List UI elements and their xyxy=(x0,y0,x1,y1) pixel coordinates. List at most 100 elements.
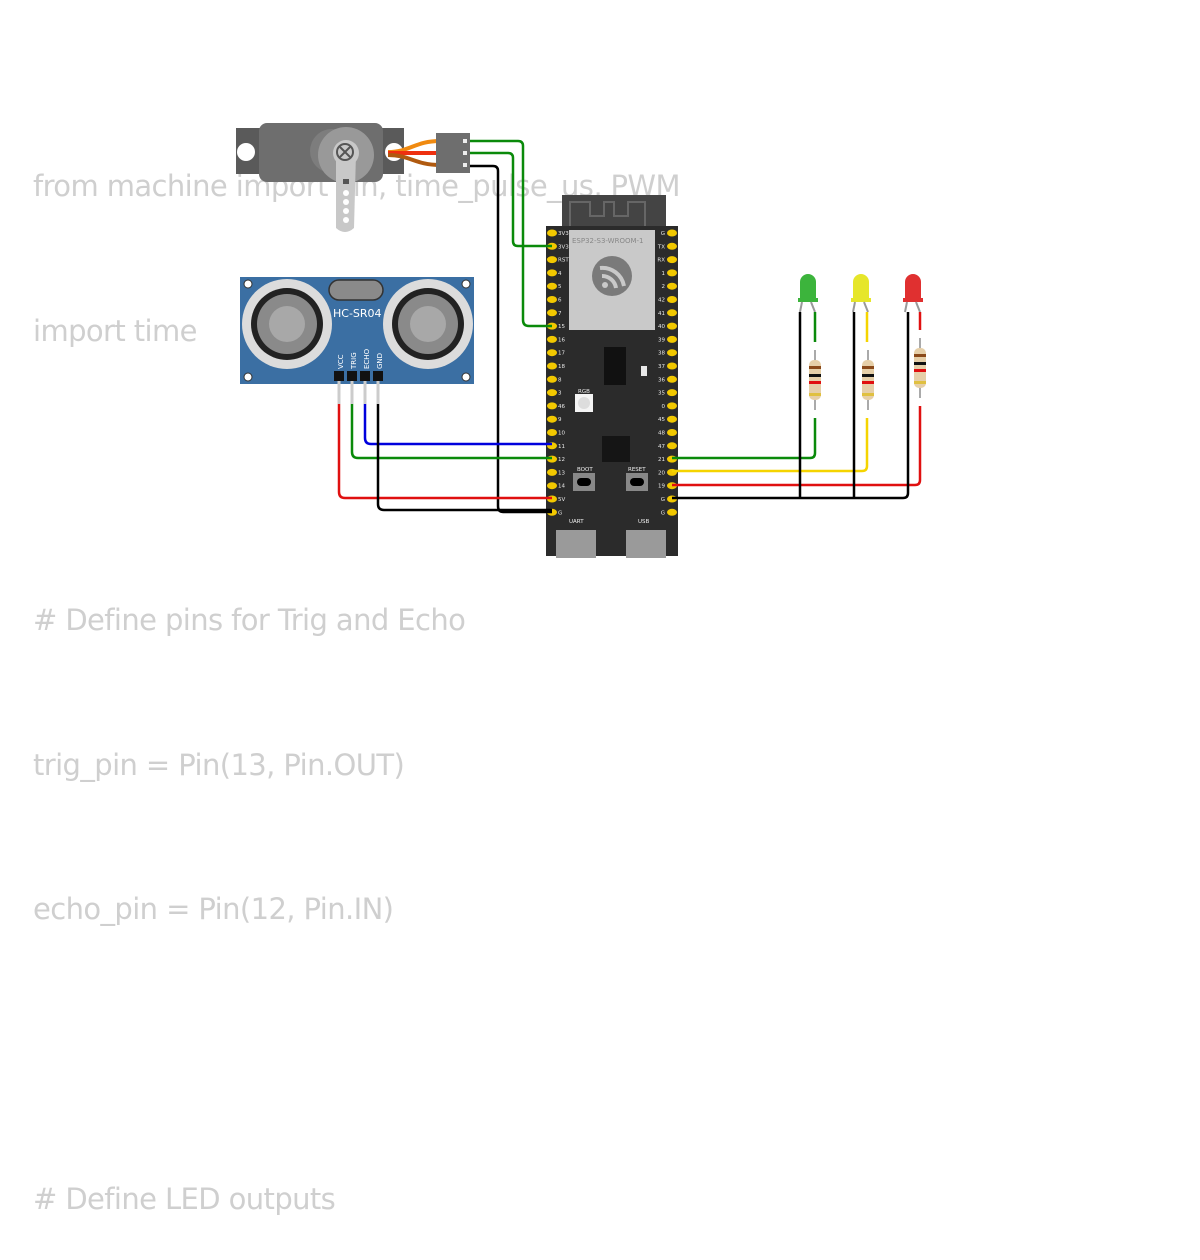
sensor-pin-gnd[interactable] xyxy=(373,371,383,381)
pin-label: 17 xyxy=(558,351,565,357)
board-pin[interactable] xyxy=(667,389,677,397)
board-pin[interactable] xyxy=(547,482,557,490)
board-pin[interactable] xyxy=(667,242,677,250)
board-pin[interactable] xyxy=(547,468,557,476)
uart-port[interactable] xyxy=(556,530,596,558)
wire-sensor-echo[interactable] xyxy=(363,404,552,446)
circuit-diagram: ESP32-S3-WROOM-1 RGB BOOT RESET UART USB… xyxy=(236,123,926,558)
connector-pin xyxy=(463,139,467,143)
usb-port[interactable] xyxy=(626,530,666,558)
resistor[interactable] xyxy=(862,350,874,410)
board-pin[interactable] xyxy=(667,256,677,264)
led-body xyxy=(905,274,921,301)
pin-label: 9 xyxy=(558,417,562,423)
board-pin[interactable] xyxy=(547,362,557,370)
wire-sensor-vcc[interactable] xyxy=(337,404,552,500)
resistor-band xyxy=(862,374,874,377)
resistor[interactable] xyxy=(914,338,926,398)
esp32-s3-board[interactable]: ESP32-S3-WROOM-1 RGB BOOT RESET UART USB… xyxy=(546,195,678,558)
board-pin[interactable] xyxy=(667,229,677,237)
connector-pin xyxy=(463,151,467,155)
board-pin[interactable] xyxy=(547,269,557,277)
wire-servo-ground[interactable] xyxy=(470,164,552,514)
led-cathode-leg xyxy=(852,301,856,313)
pin-label: 4 xyxy=(558,271,562,277)
led-anode-leg xyxy=(863,301,869,313)
board-pin[interactable] xyxy=(547,389,557,397)
board-pin[interactable] xyxy=(547,309,557,317)
resistor-band xyxy=(809,366,821,369)
pin-label: 16 xyxy=(558,337,565,343)
resistor-band xyxy=(914,369,926,372)
board-pin[interactable] xyxy=(667,402,677,410)
wire-sensor-trig[interactable] xyxy=(350,404,552,460)
pin-label: 20 xyxy=(658,470,665,476)
wire-led-ground[interactable] xyxy=(672,312,910,500)
resistor-body xyxy=(914,348,926,388)
sensor-pin-vcc[interactable] xyxy=(334,371,344,381)
board-pin[interactable] xyxy=(547,349,557,357)
resistor-body xyxy=(862,360,874,400)
sensor-label: HC-SR04 xyxy=(333,307,382,320)
wire-led-red[interactable] xyxy=(672,406,922,487)
mount-hole xyxy=(243,279,253,289)
code-line: # Define LED outputs xyxy=(33,1181,336,1216)
board-pin[interactable] xyxy=(667,322,677,330)
board-pin[interactable] xyxy=(667,282,677,290)
board-pin[interactable] xyxy=(667,375,677,383)
board-pin[interactable] xyxy=(667,309,677,317)
horn-hole xyxy=(343,199,349,205)
led-green[interactable] xyxy=(798,274,818,313)
pin-label: 8 xyxy=(558,377,562,383)
led-yellow[interactable] xyxy=(851,274,871,313)
board-pin[interactable] xyxy=(547,335,557,343)
pin-label: 47 xyxy=(658,444,665,450)
board-pin[interactable] xyxy=(547,429,557,436)
mount-hole xyxy=(461,372,471,382)
sensor-pin-echo[interactable] xyxy=(360,371,370,381)
screw-icon xyxy=(336,143,354,161)
board-pin[interactable] xyxy=(667,362,677,370)
usb-label: USB xyxy=(638,519,650,525)
rgb-led-lens xyxy=(578,397,590,409)
pin-label: 3 xyxy=(558,391,562,397)
wire-servo-power[interactable] xyxy=(470,151,552,248)
wire-led-yellow[interactable] xyxy=(672,418,869,473)
board-pin[interactable] xyxy=(547,402,557,410)
pin-label: 15 xyxy=(558,324,565,330)
board-pin[interactable] xyxy=(667,335,677,343)
led-red[interactable] xyxy=(903,274,923,313)
sensor-pin-trig[interactable] xyxy=(347,371,357,381)
resistor[interactable] xyxy=(809,350,821,410)
board-pin[interactable] xyxy=(547,375,557,383)
servo-motor[interactable] xyxy=(236,123,470,232)
pin-label: 11 xyxy=(558,444,565,450)
board-pin[interactable] xyxy=(547,415,557,423)
board-pin[interactable] xyxy=(547,256,557,264)
board-pin[interactable] xyxy=(667,296,677,303)
led-anode-leg xyxy=(915,301,921,313)
resistor-band xyxy=(809,374,821,377)
board-pin[interactable] xyxy=(667,269,677,277)
usb-chip xyxy=(602,436,630,462)
board-pin[interactable] xyxy=(667,415,677,423)
pin-label: 36 xyxy=(658,377,665,383)
reset-label: RESET xyxy=(628,467,646,473)
board-pin[interactable] xyxy=(547,282,557,290)
resistor-band xyxy=(809,381,821,384)
pin-label: G xyxy=(661,497,665,503)
hc-sr04-sensor[interactable]: HC-SR04 VCC TRIG ECHO GND xyxy=(240,277,474,384)
resistor-band xyxy=(862,381,874,384)
board-pin[interactable] xyxy=(667,429,677,436)
board-pin[interactable] xyxy=(667,349,677,357)
board-pin[interactable] xyxy=(667,442,677,450)
board-pin[interactable] xyxy=(547,229,557,237)
wire-led-green[interactable] xyxy=(672,418,817,460)
wire-servo-signal[interactable] xyxy=(470,139,552,328)
board-pin[interactable] xyxy=(547,296,557,303)
pin-label-trig: TRIG xyxy=(350,352,358,370)
board-pin[interactable] xyxy=(667,508,677,516)
pin-label: 42 xyxy=(658,298,665,304)
pin-label: 48 xyxy=(658,431,665,437)
wire-sensor-gnd[interactable] xyxy=(376,404,552,512)
